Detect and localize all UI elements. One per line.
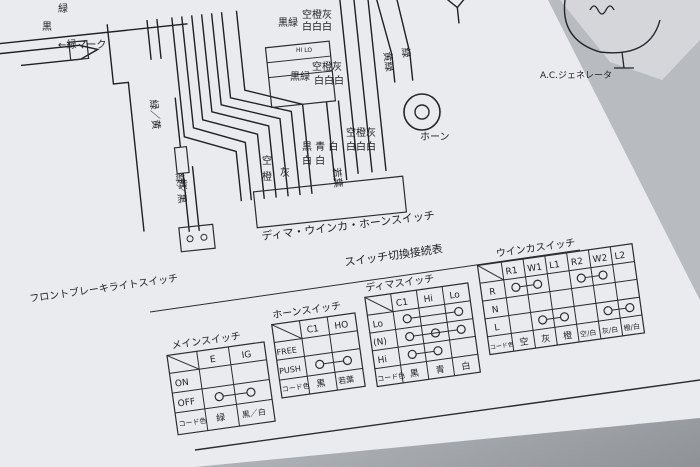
- label-white-white-white: 白白白: [346, 140, 376, 153]
- switch-labels: 空橙灰 白白白 若葉 空 橙 灰 黒 青 白 白 白: [262, 126, 376, 188]
- winker-row-l: L: [494, 323, 500, 334]
- table-winker-switch: ウインカスイッチ R1 W1 L1 R2 W2 L2 R N L: [476, 237, 646, 356]
- top-labels: 緑 黒 ←緑マーク A.C.ジェネレータ ホーン 黄緑 緑 空橙灰 白白白 黒緑…: [42, 2, 612, 204]
- main-off-connection: [214, 387, 256, 402]
- horn-row-push: PUSH: [279, 364, 302, 376]
- horn-footer-code: コード色: [281, 381, 310, 394]
- dimmer-connections: [402, 306, 466, 359]
- label-sky-orange-gray: 空橙灰: [346, 126, 376, 139]
- dimmer-col-lo: Lo: [449, 290, 461, 301]
- dimmer-row-lo: Lo: [372, 319, 384, 330]
- dimmer-footer-1: 黒: [409, 368, 419, 380]
- dimmer-row-hi: Hi: [377, 355, 388, 366]
- winker-row-n: N: [491, 305, 499, 316]
- main-col-ig: IG: [241, 350, 252, 361]
- winker-footer-code: コード色: [489, 340, 514, 351]
- label-green-mark: ←緑マーク: [58, 38, 106, 51]
- winker-footer-5: 灰/白: [601, 325, 618, 336]
- label-white-row-2: 白白白: [314, 74, 344, 87]
- label-black-green-1: 黒緑: [278, 16, 298, 29]
- winker-col-r1: R1: [505, 266, 518, 278]
- label-yellow-green: 黄緑: [381, 51, 396, 72]
- label-black-green-2: 黒緑: [290, 70, 310, 83]
- label-orange: 橙: [262, 170, 272, 183]
- dimmer-footer-2: 青: [435, 363, 446, 376]
- label-black-blue-white: 黒 青 白: [302, 140, 338, 153]
- winker-col-w2: W2: [592, 253, 608, 265]
- winker-footer-3: 橙: [562, 329, 573, 342]
- label-black: 黒: [42, 21, 52, 33]
- label-hi-lo: HI LO: [296, 47, 312, 54]
- label-green-top: 緑: [58, 2, 68, 15]
- label-white-row-1: 白白白: [302, 20, 332, 33]
- label-green-white: 白 白: [302, 154, 325, 167]
- horn-col-ho: HO: [334, 320, 349, 332]
- winker-col-l1: L1: [549, 260, 561, 271]
- horn-footer-1: 黒: [316, 378, 326, 390]
- main-row-on: ON: [174, 378, 189, 390]
- label-ac-generator: A.C.ジェネレータ: [540, 70, 612, 81]
- horn-row-free: FREE: [276, 345, 297, 357]
- winker-connections: [511, 270, 635, 325]
- table-divider: [149, 249, 581, 313]
- main-footer-1: 緑: [215, 411, 226, 424]
- dimmer-row-n: (N): [373, 337, 388, 349]
- horn-push-connection: [315, 355, 353, 369]
- winker-col-w1: W1: [527, 263, 543, 275]
- horn-col-c1: C1: [306, 324, 319, 336]
- main-footer-2: 黒／白: [241, 406, 266, 419]
- label-gray: 灰: [280, 166, 290, 179]
- ac-generator-symbol: [563, 0, 661, 69]
- label-green-black: 緑／黒: [173, 173, 189, 204]
- winker-footer-1: 空: [519, 335, 530, 348]
- winker-footer-4: 空/白: [579, 328, 596, 339]
- dimmer-footer-code: コード色: [377, 371, 406, 384]
- bottom-rule: [194, 379, 700, 451]
- main-row-off: OFF: [177, 397, 196, 409]
- winker-row-r: R: [489, 287, 497, 298]
- label-green-right: 緑: [399, 47, 413, 58]
- horn-symbol: [403, 93, 441, 131]
- label-yellow: 黄: [178, 178, 188, 191]
- dimmer-col-c1: C1: [395, 298, 408, 310]
- dimmer-footer-3: 白: [461, 359, 472, 372]
- label-sky-orange-gray-2: 空橙灰: [312, 60, 342, 73]
- label-sky-orange-gray-1: 空橙灰: [302, 8, 332, 21]
- label-horn: ホーン: [420, 131, 450, 143]
- main-col-e: E: [209, 355, 216, 366]
- winker-footer-6: 橙/白: [623, 321, 640, 332]
- winker-footer-2: 灰: [541, 332, 552, 345]
- winker-col-r2: R2: [570, 257, 583, 269]
- label-yellow-green-sw: 若葉: [330, 167, 345, 188]
- winker-col-l2: L2: [614, 251, 626, 262]
- wiring-lines: [0, 0, 476, 253]
- label-sky: 空: [262, 154, 272, 167]
- horn-footer-2: 若葉: [337, 374, 354, 386]
- dimmer-col-hi: Hi: [423, 294, 434, 305]
- label-green-yellow: 緑／黄: [147, 99, 163, 130]
- main-footer-code: コード色: [178, 416, 207, 429]
